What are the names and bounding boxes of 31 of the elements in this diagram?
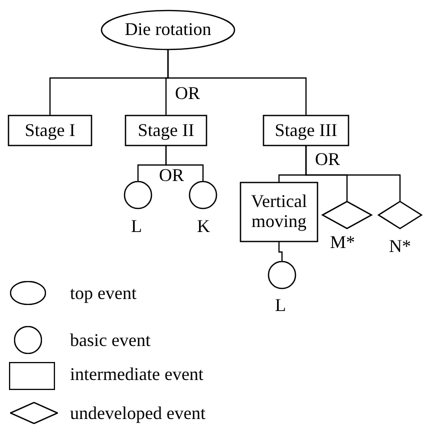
event-label: L (275, 296, 286, 314)
connector-line (278, 242, 283, 261)
event-label: M* (330, 233, 356, 251)
legend-label: intermediate event (70, 365, 204, 383)
intermediate-event-box (263, 115, 349, 146)
event-label: Stage I (24, 120, 76, 140)
legend-label: basic event (70, 331, 150, 349)
intermediate-event-box (125, 115, 207, 146)
edge-label: OR (314, 150, 342, 168)
legend-label: top event (70, 284, 136, 302)
connector-line (305, 146, 401, 201)
top-event-ellipse (101, 10, 235, 50)
event-label: Die rotation (124, 20, 212, 40)
intermediate-event-box (240, 182, 318, 242)
basic-event-circle (268, 261, 296, 289)
edge-label: OR (174, 84, 202, 102)
intermediate-event-box (8, 115, 92, 146)
undeveloped-event-diamond (322, 201, 372, 229)
event-label: Vertical moving (250, 192, 308, 232)
event-label: L (131, 217, 142, 235)
basic-event-circle (189, 181, 217, 209)
legend-label: undeveloped event (70, 404, 206, 422)
event-label: K (197, 217, 210, 235)
event-label: Stage III (274, 120, 338, 140)
connector-line (165, 146, 204, 181)
event-label: Stage II (138, 120, 194, 140)
event-label: N* (389, 237, 411, 255)
edge-label: OR (158, 166, 186, 184)
undeveloped-event-diamond (378, 201, 422, 229)
basic-event-circle (124, 181, 152, 209)
connector-line (167, 50, 307, 115)
